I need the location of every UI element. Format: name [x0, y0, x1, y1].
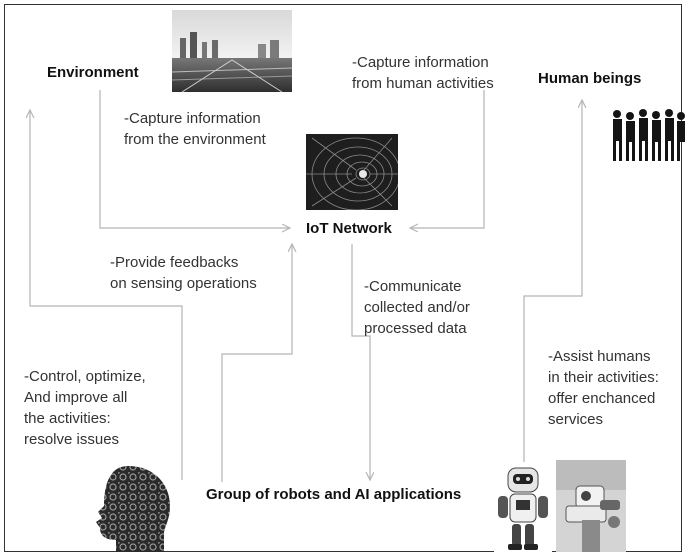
capture-human-note: -Capture information from human activiti…: [352, 54, 494, 92]
assist-note: -Assist humans in their activities: offe…: [548, 348, 659, 428]
control-to-env-connector: [30, 110, 183, 480]
human-beings-node-label: Human beings: [538, 70, 642, 87]
humanoid-robot-photo: [494, 462, 552, 552]
capture-environment-note: -Capture information from the environmen…: [124, 110, 266, 148]
city-highway-photo: [172, 10, 292, 92]
robots-to-iot-connector: [221, 244, 292, 482]
human-to-iot-connector: [410, 90, 485, 228]
data-tunnel-image: [306, 134, 398, 210]
diagram-frame: [4, 4, 682, 552]
iot-to-robots-connector: [351, 244, 370, 480]
robots-to-human-connector: [523, 100, 582, 462]
people-silhouettes: [610, 108, 686, 162]
communicate-note: -Communicate collected and/or processed …: [364, 278, 470, 337]
gear-head-silhouette: [88, 462, 178, 552]
robot-arm-photo: [556, 460, 626, 552]
feedback-note: -Provide feedbacks on sensing operations: [110, 254, 257, 292]
robots-ai-node-label: Group of robots and AI applications: [206, 486, 462, 503]
control-note: -Control, optimize, And improve all the …: [24, 368, 146, 448]
iot-network-node-label: IoT Network: [306, 220, 392, 237]
environment-node-label: Environment: [47, 64, 139, 81]
env-to-iot-connector: [99, 90, 290, 228]
